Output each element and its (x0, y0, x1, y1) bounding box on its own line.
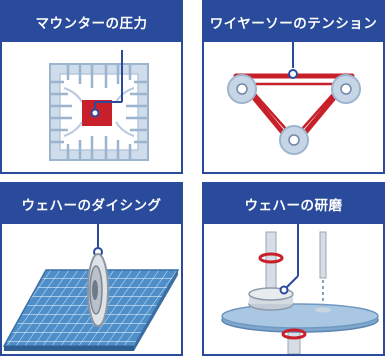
panel-title: ウェハーの研磨 (204, 184, 383, 224)
panel-title: ワイヤーソーのテンション (204, 2, 383, 42)
panel-wafer-polishing: ウェハーの研磨 (202, 182, 385, 356)
panel-wafer-dicing: ウェハーのダイシング (0, 182, 183, 356)
panel-mounter-pressure: マウンターの圧力 (0, 0, 183, 174)
mounter-chip-icon (2, 42, 181, 172)
wire-saw-pulleys-icon (204, 42, 383, 172)
wafer-polishing-icon (204, 224, 383, 354)
panel-title: ウェハーのダイシング (2, 184, 181, 224)
panel-wire-saw-tension: ワイヤーソーのテンション (202, 0, 385, 174)
panel-title: マウンターの圧力 (2, 2, 181, 42)
wafer-dicing-blade-icon (2, 224, 181, 354)
